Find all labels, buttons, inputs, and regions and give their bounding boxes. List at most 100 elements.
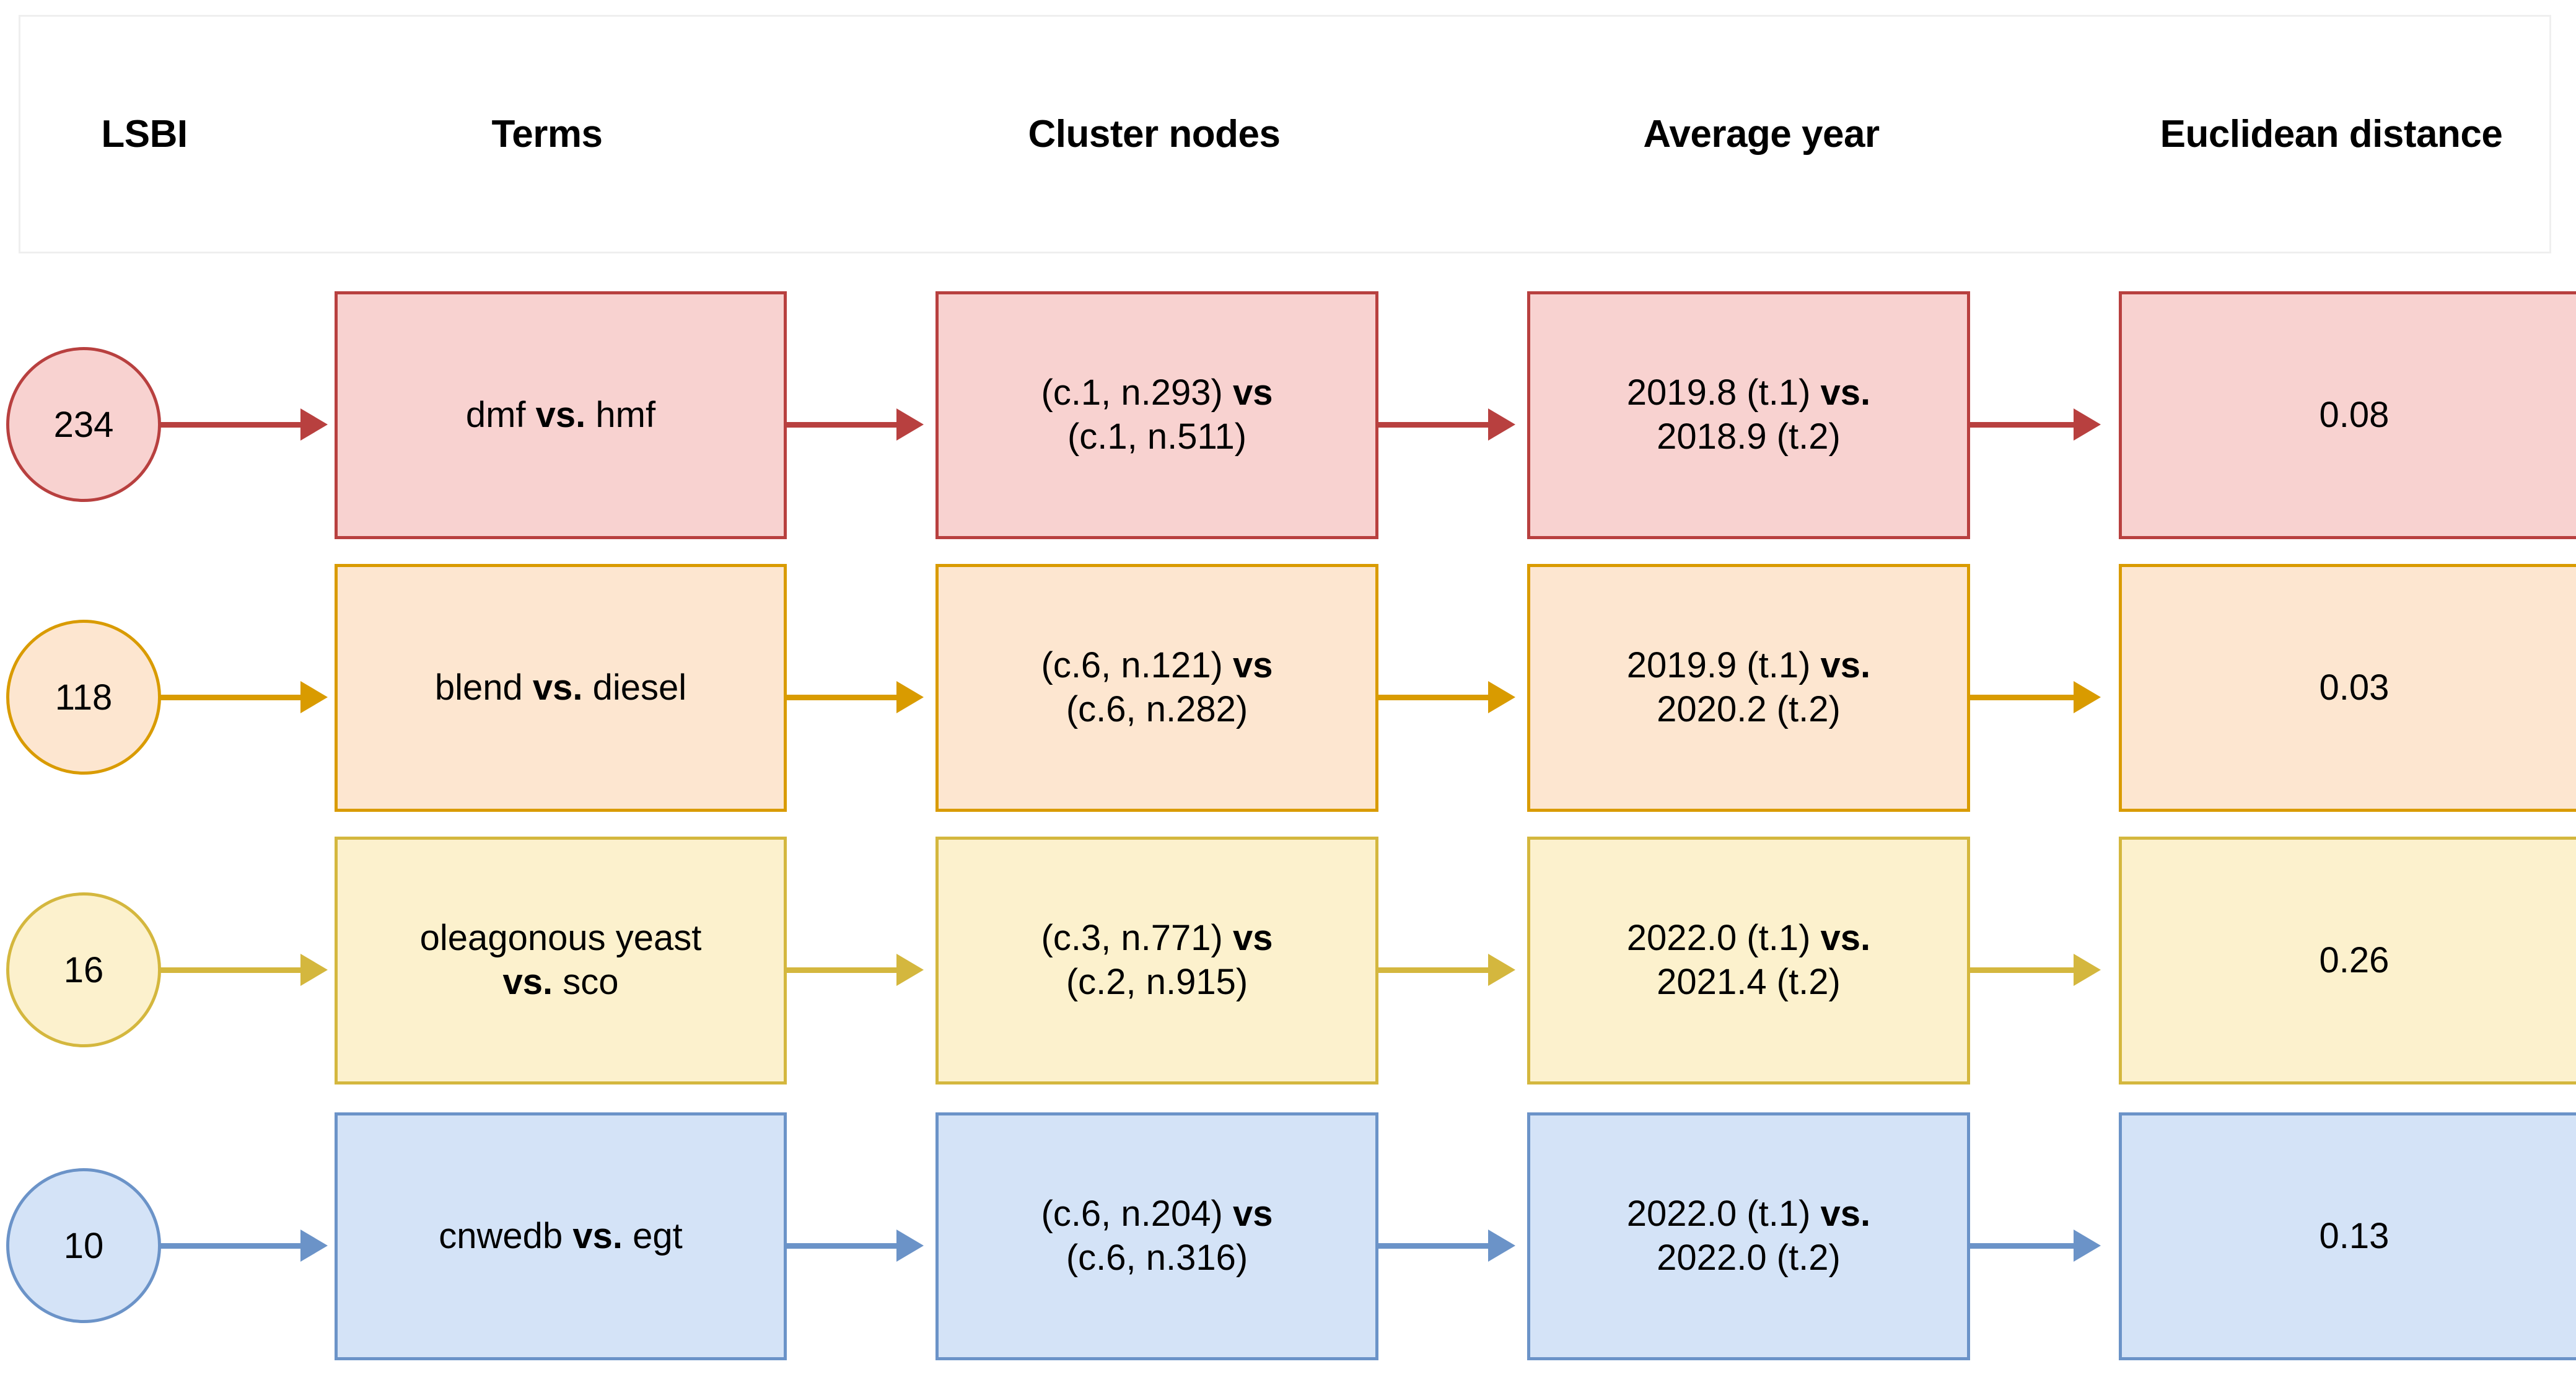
connector-line [1378, 967, 1493, 973]
column-header-terms: Terms [312, 17, 782, 252]
lsbi-value: 118 [55, 677, 113, 718]
arrow-head-icon [896, 1230, 924, 1262]
cluster-nodes-line1-bold: vs [1232, 918, 1273, 959]
cluster-nodes-line1-bold: vs [1232, 372, 1273, 413]
arrow-head-icon [2074, 1230, 2101, 1262]
lsbi-node[interactable]: 118 [6, 620, 161, 775]
arrow-head-icon [300, 1230, 328, 1262]
cluster-nodes-line2: (c.6, n.282) [1066, 689, 1248, 729]
column-header-cluster-nodes: Cluster nodes [919, 17, 1390, 252]
arrow-head-icon [300, 681, 328, 713]
cluster-nodes-line1: (c.1, n.293) vs [1041, 371, 1273, 415]
arrow-head-icon [2074, 954, 2101, 986]
arrow-head-icon [2074, 681, 2101, 713]
average-year-line1: 2022.0 (t.1) vs. [1627, 917, 1870, 961]
connector-line [1970, 695, 2079, 700]
cluster-nodes-cell[interactable]: (c.1, n.293) vs (c.1, n.511) [935, 291, 1378, 539]
terms-vs: vs. [572, 1215, 623, 1256]
column-header-label: Average year [1643, 113, 1880, 156]
cluster-nodes-line1-bold: vs [1232, 1194, 1273, 1234]
terms-left: oleagonous yeast [419, 918, 702, 959]
arrow-head-icon [896, 954, 924, 986]
euclidean-distance-value: 0.26 [2319, 939, 2390, 980]
terms-text: blend vs. diesel [435, 666, 686, 710]
terms-vs: vs. [535, 394, 586, 435]
connector-line [1378, 695, 1493, 700]
cluster-nodes-line1-plain: (c.1, n.293) [1041, 372, 1233, 413]
terms-text: dmf vs. hmf [466, 394, 655, 438]
connector-line [1970, 1243, 2079, 1249]
connector-line [787, 967, 901, 973]
terms-vs: vs. [502, 962, 553, 1002]
cluster-nodes-cell[interactable]: (c.6, n.121) vs (c.6, n.282) [935, 564, 1378, 812]
euclidean-distance-cell[interactable]: 0.03 [2119, 564, 2576, 812]
cluster-nodes-line1-bold: vs [1232, 645, 1273, 686]
average-year-cell[interactable]: 2019.8 (t.1) vs. 2018.9 (t.2) [1527, 291, 1970, 539]
column-header-euclidean-distance: Euclidean distance [2096, 17, 2567, 252]
average-year-cell[interactable]: 2022.0 (t.1) vs. 2021.4 (t.2) [1527, 837, 1970, 1084]
connector-line [160, 695, 305, 700]
euclidean-distance-value: 0.08 [2319, 394, 2390, 435]
column-header-label: Cluster nodes [1028, 113, 1281, 156]
euclidean-distance-cell[interactable]: 0.26 [2119, 837, 2576, 1084]
arrow-head-icon [1488, 681, 1515, 713]
terms-vs: vs. [532, 667, 583, 708]
average-year-cell[interactable]: 2019.9 (t.1) vs. 2020.2 (t.2) [1527, 564, 1970, 812]
connector-line [787, 695, 901, 700]
connector-line [1378, 1243, 1493, 1249]
average-year-line1: 2019.8 (t.1) vs. [1627, 371, 1870, 415]
average-year-line1-plain: 2019.8 (t.1) [1626, 372, 1821, 413]
lsbi-value: 234 [53, 404, 114, 445]
terms-right: diesel [582, 667, 687, 708]
cluster-nodes-line1: (c.6, n.204) vs [1041, 1192, 1273, 1236]
average-year-line1-plain: 2022.0 (t.1) [1626, 918, 1821, 959]
terms-cell[interactable]: dmf vs. hmf [335, 291, 787, 539]
average-year-line1: 2019.9 (t.1) vs. [1627, 644, 1870, 688]
connector-line [160, 967, 305, 973]
table-header: LSBI Terms Cluster nodes Average year Eu… [19, 15, 2551, 253]
lsbi-node[interactable]: 16 [6, 892, 161, 1047]
average-year-line2: 2018.9 (t.2) [1657, 416, 1841, 457]
terms-right: sco [553, 962, 619, 1002]
connector-line [787, 422, 901, 428]
average-year-line2: 2022.0 (t.2) [1657, 1238, 1841, 1278]
cluster-nodes-cell[interactable]: (c.3, n.771) vs (c.2, n.915) [935, 837, 1378, 1084]
connector-line [1378, 422, 1493, 428]
arrow-head-icon [896, 408, 924, 441]
column-header-average-year: Average year [1526, 17, 1997, 252]
average-year-line1-plain: 2019.9 (t.1) [1626, 645, 1821, 686]
lsbi-node[interactable]: 10 [6, 1168, 161, 1323]
lsbi-node[interactable]: 234 [6, 347, 161, 502]
euclidean-distance-cell[interactable]: 0.08 [2119, 291, 2576, 539]
terms-second-line: vs. sco [502, 961, 618, 1005]
cluster-nodes-line1: (c.6, n.121) vs [1041, 644, 1273, 688]
connector-line [1970, 422, 2079, 428]
euclidean-distance-cell[interactable]: 0.13 [2119, 1112, 2576, 1360]
terms-cell[interactable]: oleagonous yeast vs. sco [335, 837, 787, 1084]
connector-line [1970, 967, 2079, 973]
cluster-nodes-cell[interactable]: (c.6, n.204) vs (c.6, n.316) [935, 1112, 1378, 1360]
average-year-line1: 2022.0 (t.1) vs. [1627, 1192, 1870, 1236]
average-year-line1-bold: vs. [1820, 645, 1871, 686]
average-year-line1-bold: vs. [1820, 372, 1871, 413]
terms-right: egt [622, 1215, 683, 1256]
column-header-lsbi: LSBI [20, 17, 268, 252]
connector-line [160, 1243, 305, 1249]
terms-left: dmf [465, 394, 536, 435]
average-year-line1-bold: vs. [1820, 1194, 1871, 1234]
column-header-label: LSBI [101, 113, 188, 156]
cluster-nodes-line1-plain: (c.6, n.204) [1041, 1194, 1233, 1234]
euclidean-distance-value: 0.03 [2319, 667, 2390, 708]
column-header-label: Euclidean distance [2160, 113, 2503, 156]
arrow-head-icon [1488, 408, 1515, 441]
connector-line [160, 422, 305, 428]
average-year-line1-plain: 2022.0 (t.1) [1626, 1194, 1821, 1234]
terms-right: hmf [585, 394, 656, 435]
arrow-head-icon [1488, 954, 1515, 986]
terms-cell[interactable]: cnwedb vs. egt [335, 1112, 787, 1360]
euclidean-distance-value: 0.13 [2319, 1215, 2390, 1256]
terms-cell[interactable]: blend vs. diesel [335, 564, 787, 812]
cluster-nodes-line2: (c.6, n.316) [1066, 1238, 1248, 1278]
average-year-cell[interactable]: 2022.0 (t.1) vs. 2022.0 (t.2) [1527, 1112, 1970, 1360]
arrow-head-icon [896, 681, 924, 713]
